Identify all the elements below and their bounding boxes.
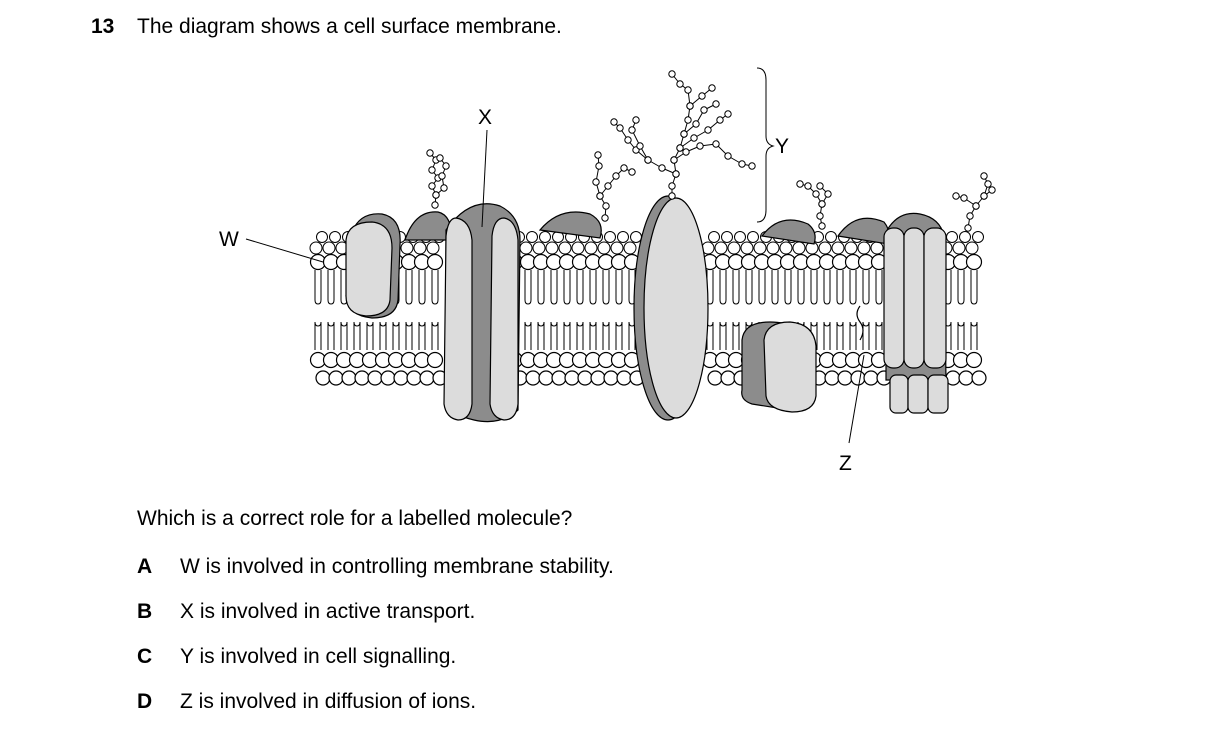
- y-brace: [756, 67, 775, 223]
- option-text: Z is involved in diffusion of ions.: [180, 690, 477, 713]
- option-letter: B: [137, 600, 153, 623]
- x-pointer: [481, 129, 488, 228]
- membrane-proteins: [345, 195, 949, 423]
- question-prompt: Which is a correct role for a labelled m…: [137, 507, 573, 530]
- glycocalyx-chains: [426, 70, 996, 232]
- cell-membrane-diagram: W X Y Z: [219, 67, 996, 475]
- z-pointer: [848, 354, 865, 444]
- option-text: X is involved in active transport.: [180, 600, 476, 623]
- option-text: W is involved in controlling membrane st…: [180, 555, 614, 578]
- label-z: Z: [839, 452, 852, 475]
- label-pointers: [245, 67, 865, 444]
- label-w: W: [219, 228, 239, 251]
- w-pointer: [245, 238, 324, 263]
- option-letter: C: [137, 645, 153, 668]
- question-stem: The diagram shows a cell surface membran…: [137, 15, 562, 38]
- label-y: Y: [775, 135, 789, 158]
- option-letter: D: [137, 690, 153, 713]
- option-letter: A: [137, 555, 153, 578]
- question-number: 13: [91, 15, 115, 38]
- option-text: Y is involved in cell signalling.: [180, 645, 457, 668]
- label-x: X: [478, 106, 492, 129]
